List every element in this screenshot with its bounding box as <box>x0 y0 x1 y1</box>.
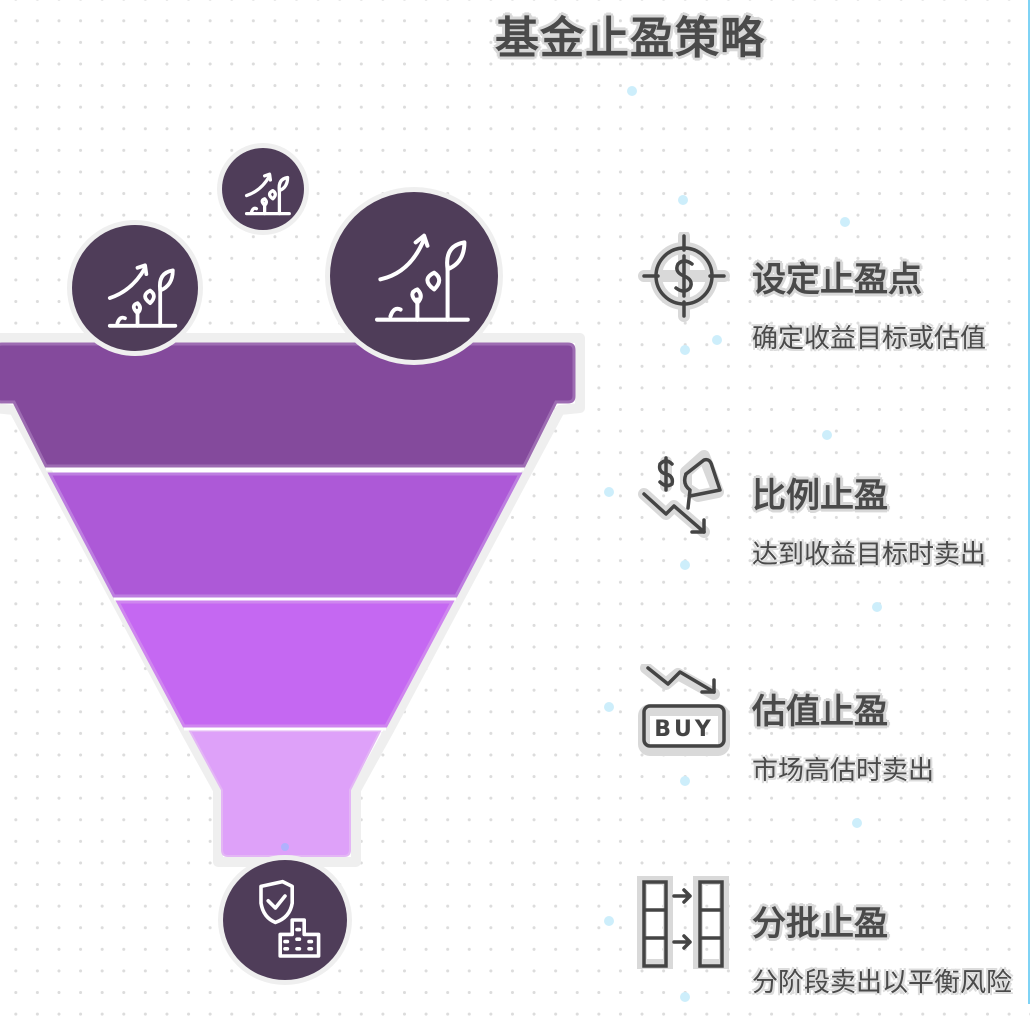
sparkle-dot <box>604 487 614 497</box>
sparkle-dot <box>712 335 722 345</box>
step-description: 确定收益目标或估值 <box>752 324 987 354</box>
step-description: 分阶段卖出以平衡风险 <box>752 968 1013 998</box>
sparkle-dot <box>680 992 690 1002</box>
plant-growth-icon <box>244 172 291 216</box>
funnel-layer-1 <box>0 342 576 468</box>
sparkle-dot <box>627 86 637 96</box>
step-description: 达到收益目标时卖出 <box>752 540 987 570</box>
input-bubble-large <box>330 192 498 360</box>
svg-text:BUY: BUY <box>654 717 714 742</box>
sparkle-dot <box>872 602 882 612</box>
sparkle-dot <box>822 430 832 440</box>
funnel-layer-3 <box>115 600 455 728</box>
funnel-layer-4 <box>188 730 382 857</box>
sparkle-dot <box>680 345 690 355</box>
step-title: 设定止盈点 <box>752 260 922 300</box>
dollar-down-trend-icon <box>638 450 724 538</box>
step-title: 分批止盈 <box>752 904 888 944</box>
input-bubble-medium <box>72 225 198 351</box>
page-title: 基金止盈策略 <box>495 13 765 64</box>
sparkle-dot <box>852 818 862 828</box>
step-item-1: 设定止盈点 确定收益目标或估值 <box>636 232 1030 372</box>
input-bubble-small <box>222 148 304 230</box>
step-title: 估值止盈 <box>752 692 888 732</box>
sparkle-dot <box>604 916 614 926</box>
funnel-diagram <box>0 333 585 867</box>
frame-border-line <box>1028 0 1030 1004</box>
plant-growth-icon <box>107 263 178 328</box>
sparkle-dot <box>840 217 850 227</box>
sparkle-dot <box>604 702 614 712</box>
step-description: 市场高估时卖出 <box>752 756 935 786</box>
step-item-3: BUY 估值止盈 市场高估时卖出 <box>636 664 1030 804</box>
step-title: 比例止盈 <box>752 476 888 516</box>
sparkle-dot <box>680 776 690 786</box>
sparkle-dot <box>680 560 690 570</box>
output-bubble <box>223 860 347 980</box>
step-item-4: 分批止盈 分阶段卖出以平衡风险 <box>636 876 1030 1016</box>
sparkle-dot <box>678 195 688 205</box>
shield-building-icon <box>259 879 321 958</box>
step-item-2: 比例止盈 达到收益目标时卖出 <box>636 448 1030 588</box>
batch-transfer-icon <box>637 876 729 969</box>
plant-growth-icon <box>375 233 470 322</box>
funnel-layer-2 <box>47 472 523 598</box>
buy-down-trend-icon: BUY <box>638 664 730 756</box>
target-dollar-icon <box>638 232 730 322</box>
